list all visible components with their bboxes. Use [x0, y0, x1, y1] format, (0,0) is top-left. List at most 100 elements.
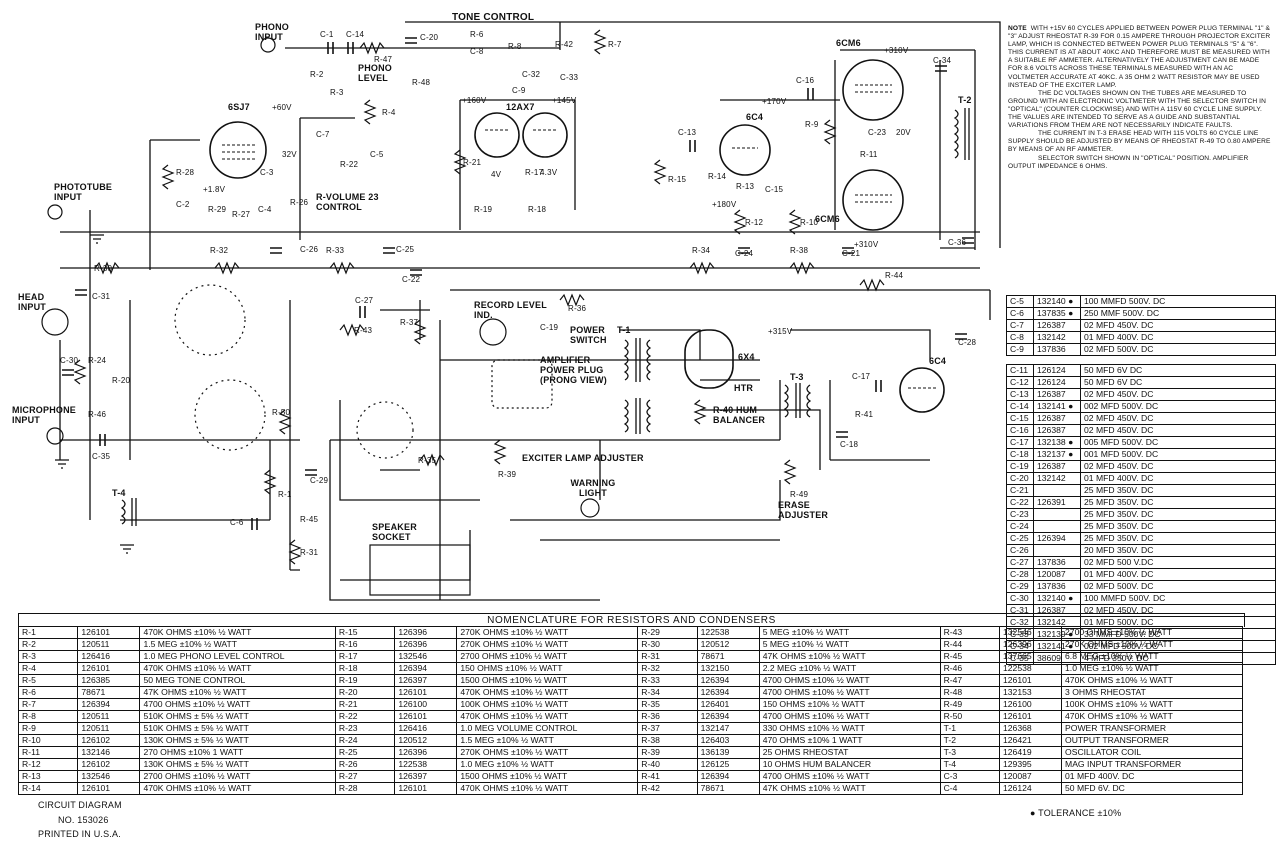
head-input-jack [41, 308, 69, 336]
nomenclature-part: 132150 [696, 662, 760, 675]
condenser-part: 126394 [1033, 532, 1081, 545]
condenser-desc: 250 MMF 500V. DC [1080, 307, 1276, 320]
nomenclature-ref: R-31 [637, 650, 698, 663]
nomenclature-desc: MAG INPUT TRANSFORMER [1061, 758, 1243, 771]
label-erase-adjuster: ERASE ADJUSTER [778, 500, 829, 520]
nomenclature-part: 78671 [696, 782, 760, 795]
resistor-r21 [453, 149, 467, 175]
nomenclature-part: 126396 [394, 638, 458, 651]
condenser-spacer-row [1006, 355, 1276, 365]
amplifier-power-plug [491, 359, 553, 409]
nomenclature-desc: 4700 OHMS ±10% ½ WATT [758, 710, 941, 723]
label-cap-ref: C-29 [310, 476, 329, 485]
nomenclature-ref: R-14 [17, 782, 79, 795]
condenser-part: 126124 [1033, 376, 1081, 389]
nomenclature-part: 126101 [77, 782, 141, 795]
capacitor-c30 [62, 369, 74, 376]
capacitor-c36 [962, 237, 974, 244]
nomenclature-desc: 470K OHMS ±10% ½ WATT [1061, 710, 1243, 723]
label-htr: HTR [734, 383, 754, 393]
nomenclature-part: 126394 [77, 698, 141, 711]
nomenclature-ref: R-33 [637, 674, 698, 687]
nomenclature-desc: POWER TRANSFORMER [1061, 722, 1243, 735]
label-tube-6sj7: 6SJ7 [228, 102, 250, 112]
condenser-ref: C-11 [1006, 364, 1034, 377]
selector-switch-upper [174, 284, 246, 356]
nomenclature-desc: OSCILLATOR COIL [1061, 746, 1243, 759]
capacitor-c6 [251, 518, 258, 530]
condenser-part: 126387 [1033, 424, 1081, 437]
nomenclature-part: 126403 [696, 734, 760, 747]
condenser-ref: C-13 [1006, 388, 1034, 401]
label-amplifier-power-plug: AMPLIFIER POWER PLUG (PRONG VIEW) [540, 355, 607, 385]
nomenclature-part: 120512 [696, 638, 760, 651]
label-hum-balancer: R-40 HUM BALANCER [713, 405, 766, 425]
nomenclature-desc: 270K OHMS ±10% ½ WATT [456, 626, 639, 639]
condenser-part: 120087 [1033, 568, 1081, 581]
nomenclature-desc: 1500 OHMS ±10% ½ WATT [456, 674, 639, 687]
resistor-r33 [329, 261, 355, 275]
nomenclature-ref: R-17 [334, 650, 396, 663]
label-tube-6x4: 6X4 [738, 352, 755, 362]
resistor-r50 [278, 409, 292, 435]
nomenclature-ref: R-12 [17, 758, 79, 771]
label-res-ref: R-21 [463, 158, 482, 167]
label-cap-ref: C-14 [346, 30, 365, 39]
nomenclature-ref: R-22 [334, 710, 396, 723]
label-cap-ref: C-28 [958, 338, 977, 347]
condenser-part [1033, 544, 1081, 557]
nomenclature-part: 126101 [394, 782, 458, 795]
label-voltage: +1.8V [203, 185, 226, 194]
capacitor-c13 [689, 140, 696, 152]
label-res-ref: R-46 [88, 410, 107, 419]
condenser-part: 126124 [1033, 364, 1081, 377]
resistor-r30 [94, 261, 120, 275]
nomenclature-desc: 270K OHMS ±10% ½ WATT [456, 638, 639, 651]
label-tone-control: TONE CONTROL [452, 12, 535, 23]
label-cap-ref: C-17 [852, 372, 871, 381]
condenser-ref: C-26 [1006, 544, 1034, 557]
condenser-ref: C-29 [1006, 580, 1034, 593]
condenser-part: 126387 [1033, 388, 1081, 401]
condenser-desc: 100 MMFD 500V. DC [1080, 592, 1276, 605]
resistor-r44 [859, 278, 885, 292]
warning-light-icon [580, 498, 600, 518]
condenser-ref: C-12 [1006, 376, 1034, 389]
label-res-ref: R-35 [418, 456, 437, 465]
label-cap-ref: C-8 [470, 47, 484, 56]
speaker-socket-icon [369, 544, 471, 596]
tube-grids [222, 84, 936, 389]
nomenclature-desc: 470K OHMS ±10% ½ WATT [1061, 674, 1243, 687]
nomenclature-desc: 470K OHMS ±10% ½ WATT [139, 782, 336, 795]
nomenclature-desc: 01 MFD 400V. DC [1061, 770, 1243, 783]
label-res-ref: R-24 [88, 356, 107, 365]
capacitor-c1 [327, 42, 334, 54]
label-res-ref: R-33 [326, 246, 345, 255]
label-voltage: 20V [896, 128, 911, 137]
label-t3: T-3 [790, 372, 804, 382]
nomenclature-desc: 1.0 MEG PHONO LEVEL CONTROL [139, 650, 336, 663]
resistor-r43 [339, 323, 365, 337]
label-cap-ref: C-30 [60, 356, 79, 365]
label-tube-12ax7: 12AX7 [506, 102, 535, 112]
nomenclature-part: 126394 [696, 686, 760, 699]
capacitor-symbols [62, 37, 974, 530]
resistor-r46 [783, 459, 797, 485]
nomenclature-ref: R-43 [939, 626, 1000, 639]
condenser-ref: C-28 [1006, 568, 1034, 581]
label-res-ref: R-17 [525, 168, 544, 177]
nomenclature-part: 126397 [394, 770, 458, 783]
label-cap-ref: C-21 [842, 249, 861, 258]
label-record-level: RECORD LEVEL IND. [474, 300, 547, 320]
